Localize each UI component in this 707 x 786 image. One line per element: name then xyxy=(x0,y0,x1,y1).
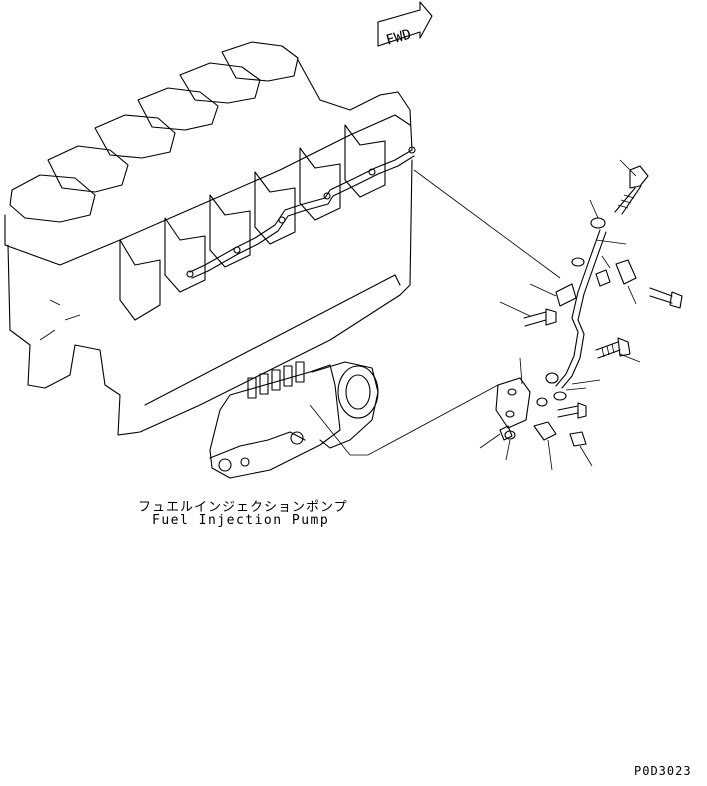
engine-block-drawing xyxy=(4,41,413,436)
fwd-label: FWD xyxy=(384,26,413,48)
leader-line xyxy=(309,384,499,456)
fwd-arrow-icon: FWD xyxy=(377,1,433,49)
engine-fuel-rail-pipe xyxy=(186,146,416,279)
component-label-english: Fuel Injection Pump xyxy=(152,513,330,528)
fuel-injection-pump-drawing xyxy=(209,361,379,479)
callout-leaders xyxy=(479,159,641,471)
leader-line xyxy=(413,169,561,279)
exploded-parts-drawing xyxy=(495,165,683,447)
component-label-japanese: フュエルインジェクションポンプ xyxy=(138,500,348,515)
figure-code: P0D3023 xyxy=(634,764,692,778)
